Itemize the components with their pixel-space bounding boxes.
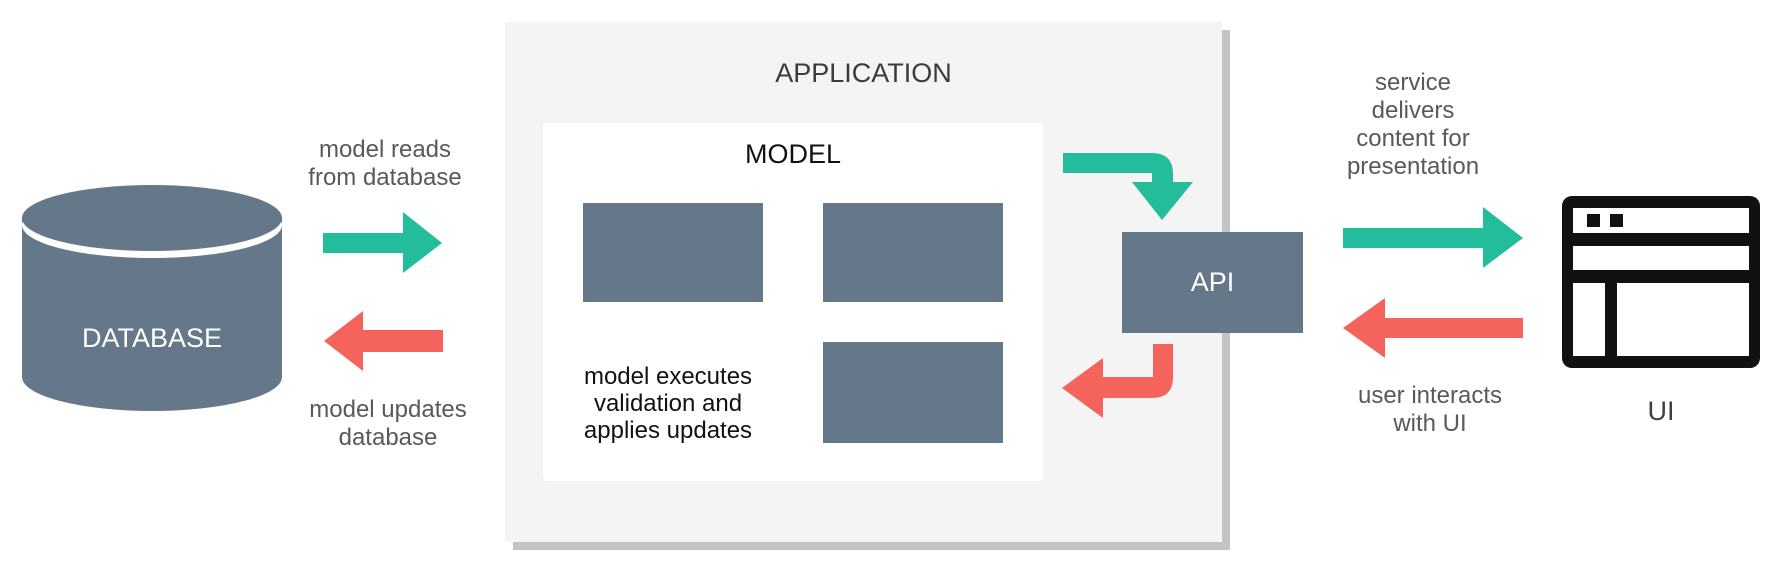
model-updates-arrow-icon	[324, 311, 443, 371]
model-reads-arrow-icon	[323, 212, 442, 273]
database-cylinder-top	[22, 185, 282, 251]
ui-label: UI	[1647, 396, 1675, 426]
api-to-ui-arrow-icon	[1343, 207, 1523, 268]
browser-titlebar	[1573, 208, 1749, 233]
annotation-model-reads: model reads from database	[308, 136, 462, 191]
database-label: DATABASE	[81, 323, 223, 353]
annotation-service-delivers: service delivers content for presentatio…	[1346, 69, 1480, 180]
browser-sidebar	[1573, 283, 1605, 356]
browser-content	[1617, 283, 1749, 356]
model-component-block-1	[583, 203, 763, 302]
model-note: model executes validation and applies up…	[583, 363, 753, 444]
application-box: APPLICATION MODEL model executes validat…	[505, 22, 1222, 542]
model-title: MODEL	[744, 139, 842, 169]
model-component-block-3	[823, 342, 1003, 443]
database-cylinder-icon: DATABASE	[22, 185, 282, 411]
annotation-model-updates: model updates database	[309, 396, 467, 451]
api-box: API	[1122, 232, 1303, 333]
ui-to-api-arrow-icon	[1343, 298, 1523, 358]
api-label: API	[1190, 267, 1235, 297]
browser-navbar	[1573, 246, 1749, 270]
browser-window-icon	[1562, 196, 1760, 368]
browser-button-icon	[1610, 214, 1623, 227]
model-box: MODEL model executes validation and appl…	[543, 123, 1043, 481]
annotation-user-interacts: user interacts with UI	[1357, 382, 1503, 437]
application-title: APPLICATION	[775, 58, 952, 88]
model-component-block-2	[823, 203, 1003, 302]
browser-button-icon	[1587, 214, 1600, 227]
